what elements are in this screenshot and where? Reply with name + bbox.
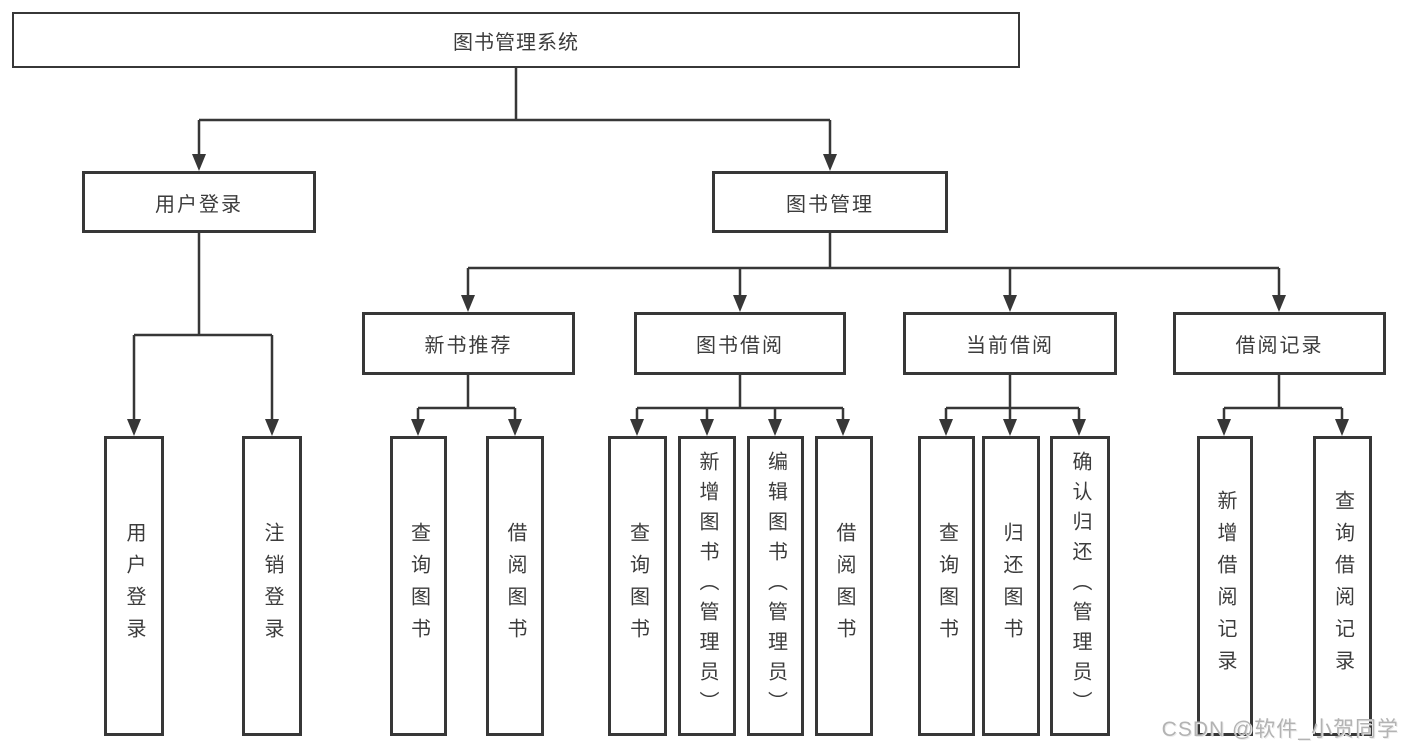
leaf-user-login: 用户登录 <box>104 436 164 736</box>
leaf-logout-login-label: 注销登录 <box>261 522 283 650</box>
node-book-management: 图书管理 <box>712 171 948 233</box>
leaf-current-return: 归还图书 <box>982 436 1040 736</box>
node-new-book-recommend-label: 新书推荐 <box>424 335 513 357</box>
leaf-borrow-add-book: 新增图书（管理员） <box>678 436 736 736</box>
leaf-borrow-add-book-label: 新增图书（管理员） <box>696 451 718 721</box>
leaf-record-add-label: 新增借阅记录 <box>1214 490 1236 682</box>
node-current-borrow: 当前借阅 <box>903 312 1117 375</box>
leaf-record-query-label: 查询借阅记录 <box>1331 490 1354 682</box>
node-book-borrow-label: 图书借阅 <box>696 335 784 357</box>
leaf-record-query: 查询借阅记录 <box>1313 436 1372 736</box>
leaf-newbook-query: 查询图书 <box>390 436 447 736</box>
node-new-book-recommend: 新书推荐 <box>362 312 575 375</box>
node-book-management-label: 图书管理 <box>786 193 874 216</box>
leaf-current-confirm-return: 确认归还（管理员） <box>1050 436 1110 736</box>
leaf-borrow-query: 查询图书 <box>608 436 667 736</box>
node-borrow-record-label: 借阅记录 <box>1235 335 1324 357</box>
leaf-logout-login: 注销登录 <box>242 436 302 736</box>
csdn-watermark: CSDN @软件_小贺同学 <box>1161 718 1399 741</box>
leaf-borrow-edit-book-label: 编辑图书（管理员） <box>764 451 787 721</box>
node-user-login-label: 用户登录 <box>155 193 243 216</box>
leaf-borrow-query-label: 查询图书 <box>626 522 649 650</box>
node-book-borrow: 图书借阅 <box>634 312 846 375</box>
leaf-newbook-query-label: 查询图书 <box>407 522 430 650</box>
leaf-newbook-borrow-label: 借阅图书 <box>504 522 526 650</box>
leaf-current-query-label: 查询图书 <box>935 522 958 650</box>
leaf-current-confirm-return-label: 确认归还（管理员） <box>1069 451 1091 721</box>
leaf-current-return-label: 归还图书 <box>1000 522 1022 650</box>
leaf-current-query: 查询图书 <box>918 436 975 736</box>
node-root-label: 图书管理系统 <box>453 31 579 54</box>
node-user-login: 用户登录 <box>82 171 316 233</box>
leaf-user-login-label: 用户登录 <box>123 522 145 650</box>
node-borrow-record: 借阅记录 <box>1173 312 1386 375</box>
leaf-borrow-borrow-book: 借阅图书 <box>815 436 873 736</box>
node-current-borrow-label: 当前借阅 <box>966 335 1054 357</box>
leaf-newbook-borrow: 借阅图书 <box>486 436 544 736</box>
leaf-borrow-borrow-book-label: 借阅图书 <box>833 522 855 650</box>
node-root: 图书管理系统 <box>12 12 1020 68</box>
leaf-borrow-edit-book: 编辑图书（管理员） <box>747 436 804 736</box>
leaf-record-add: 新增借阅记录 <box>1197 436 1253 736</box>
